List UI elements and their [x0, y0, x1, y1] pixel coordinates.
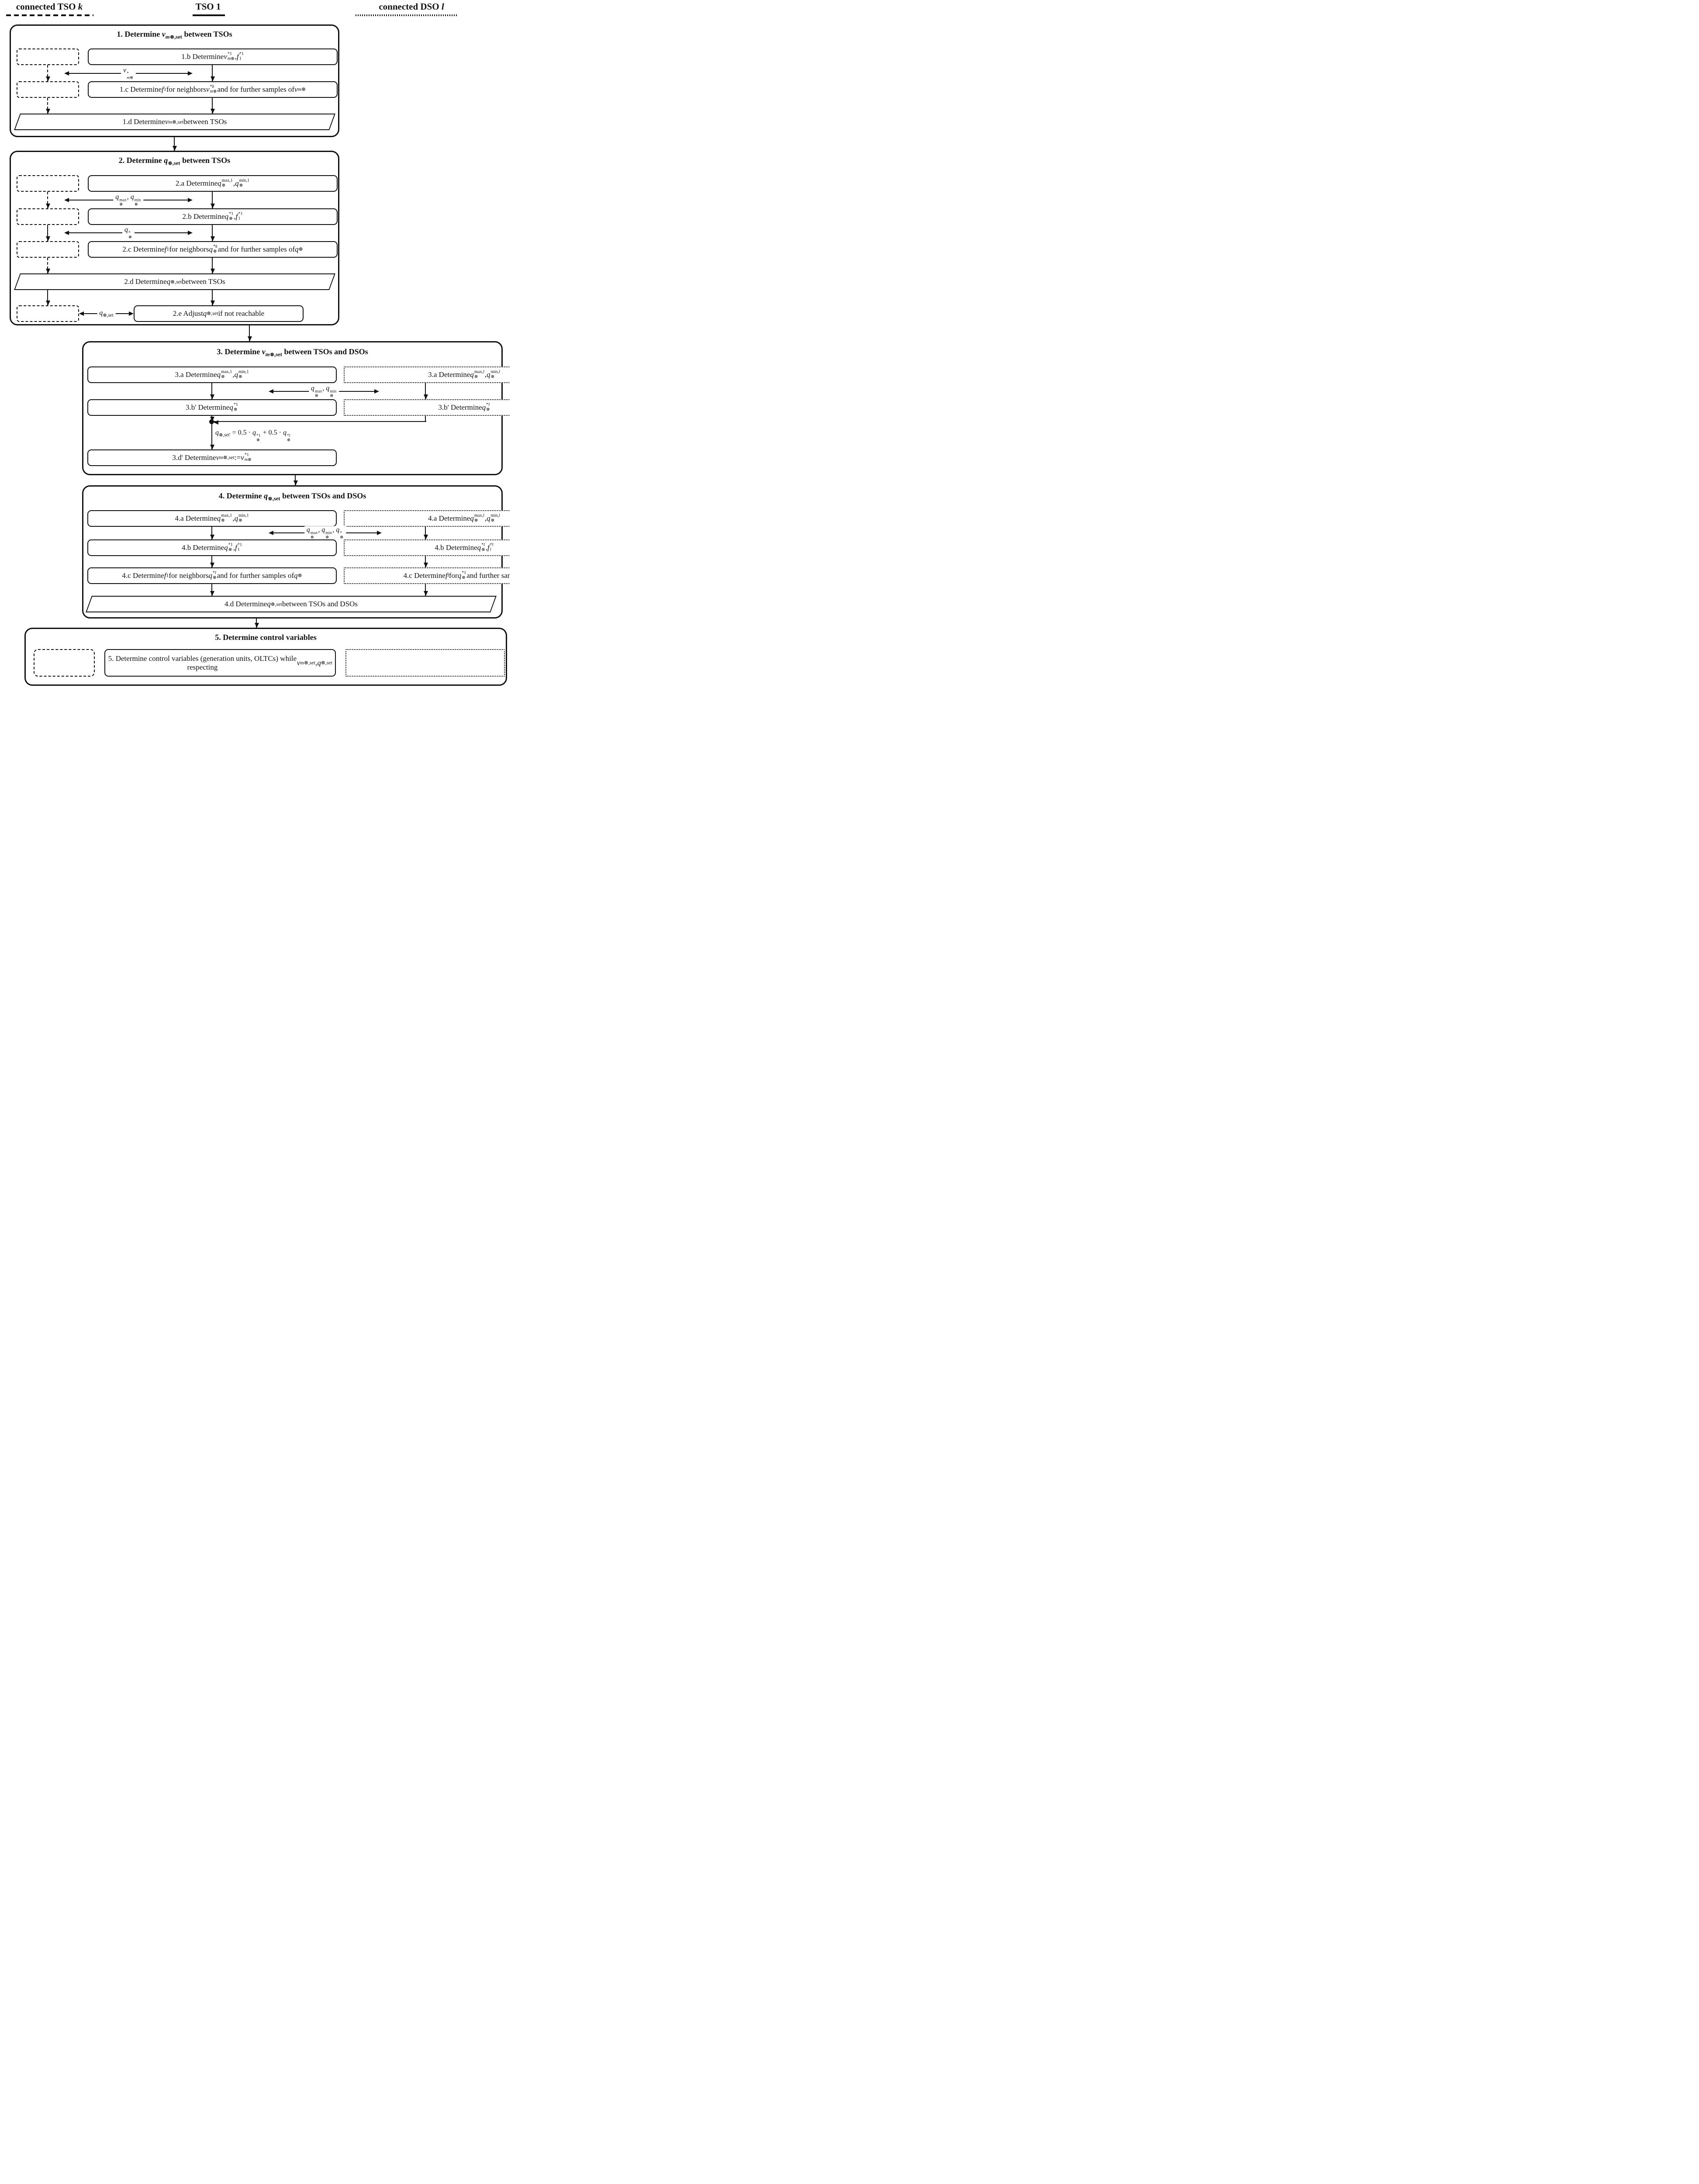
column-header-connected-dso-l: connected DSO l — [379, 1, 444, 12]
exchange-arrow-2b: q*⊗ — [64, 226, 193, 240]
block-5: 5. Determine control variables 5. Determ… — [24, 628, 507, 686]
merge-line-dso-to-tso — [214, 420, 426, 425]
parallelogram-4d: 4.d Determine q⊗,set between TSOs and DS… — [86, 596, 497, 612]
block-2: 2. Determine q⊗,set between TSOs 2.a Det… — [10, 151, 339, 325]
placeholder-box-tso-k-5 — [34, 649, 95, 677]
underline-dashed-tso-k — [6, 14, 93, 16]
exchange-arrow-1: v*m⊗ — [64, 66, 193, 80]
block-4: 4. Determine q⊗,set between TSOs and DSO… — [82, 485, 510, 619]
block-4-title: 4. Determine q⊗,set between TSOs and DSO… — [218, 491, 366, 502]
placeholder-box-tso-k-1b — [17, 48, 79, 65]
arrow-4b-to-4c-dso — [423, 556, 428, 567]
connector-block1-to-block2 — [172, 137, 177, 151]
exchange-label-1: v*m⊗ — [121, 66, 136, 80]
exchange-arrow-2e: q⊗,set — [79, 308, 134, 319]
block-2-title: 2. Determine q⊗,set between TSOs — [118, 156, 231, 166]
arrow-4a-to-4b-tso — [210, 527, 214, 539]
arrow-4a-to-4b-dso — [423, 527, 428, 539]
block-5-title: 5. Determine control variables — [215, 633, 317, 642]
block-1: 1. Determine vm⊗,set between TSOs 1.b De… — [10, 24, 339, 137]
exchange-label-2b: q*⊗ — [122, 226, 135, 240]
arrow-dashed-1a-to-1c-left — [45, 65, 50, 81]
box-5: 5. Determine control variables (generati… — [104, 649, 336, 677]
arrow-2d-to-left-box — [45, 290, 50, 305]
box-3b-dso: 3.b' Determine q*l⊗ — [344, 399, 510, 416]
arrow-2c-to-2d — [210, 258, 215, 273]
underline-dotted-dso-l — [356, 14, 458, 16]
box-2e: 2.e Adjust q⊗,set if not reachable — [134, 305, 304, 322]
placeholder-box-tso-k-2e — [17, 305, 79, 322]
underline-solid-tso-1 — [193, 14, 225, 16]
placeholder-box-tso-k-2c — [17, 241, 79, 258]
box-3b-tso: 3.b' Determine q*1⊗ — [87, 399, 337, 416]
arrow-4c-to-4d-dso — [423, 584, 428, 596]
arrow-3a-to-3b-dso — [423, 383, 428, 399]
parallelogram-4d-label: 4.d Determine q⊗,set between TSOs and DS… — [224, 600, 358, 608]
arrow-dashed-left-to-2d — [45, 258, 50, 273]
arrow-1b-to-1c — [210, 65, 215, 81]
connector-block3-to-block4 — [293, 475, 298, 485]
parallelogram-2d-label: 2.d Determine q⊗,set between TSOs — [124, 277, 225, 286]
block-3-title: 3. Determine vm⊗,set between TSOs and DS… — [217, 347, 368, 358]
arrow-merge-to-3d — [210, 424, 214, 449]
column-header-tso-1: TSO 1 — [195, 1, 221, 12]
placeholder-box-tso-k-2a — [17, 175, 79, 192]
arrow-2a-to-2b — [210, 192, 215, 208]
arrow-3b-tso-to-merge — [210, 416, 214, 422]
merge-formula-label: q⊗,set' = 0.5 · q*1⊗ + 0.5 · q*l⊗ — [215, 429, 290, 443]
exchange-label-2e: q⊗,set — [97, 309, 116, 318]
arrow-2b-left — [45, 225, 50, 241]
block-1-title: 1. Determine vm⊗,set between TSOs — [117, 30, 232, 40]
connector-block4-to-block5 — [254, 619, 259, 628]
arrow-dashed-left-to-1d — [45, 98, 50, 114]
column-header-connected-tso-k: connected TSO k — [16, 1, 83, 12]
arrow-4c-to-4d-tso — [210, 584, 214, 596]
arrow-2d-to-2e — [210, 290, 215, 305]
arrow-1c-to-1d — [210, 98, 215, 114]
flowchart-canvas: connected TSO k TSO 1 connected DSO l 1.… — [0, 0, 510, 688]
line-3b-dso-down — [425, 416, 426, 422]
placeholder-box-tso-k-1c — [17, 81, 79, 98]
parallelogram-2d: 2.d Determine q⊗,set between TSOs — [14, 273, 335, 290]
merge-dot — [209, 419, 214, 424]
arrow-2b-to-2c — [210, 225, 215, 241]
arrow-4b-to-4c-tso — [210, 556, 214, 567]
placeholder-box-tso-k-2b — [17, 208, 79, 225]
connector-block2-to-block3 — [247, 325, 252, 341]
block-3: 3. Determine vm⊗,set between TSOs and DS… — [82, 341, 510, 475]
arrow-dashed-2a-left — [45, 192, 50, 208]
placeholder-box-dso-l-5 — [345, 649, 505, 677]
arrow-3a-to-3b-tso — [210, 383, 214, 399]
